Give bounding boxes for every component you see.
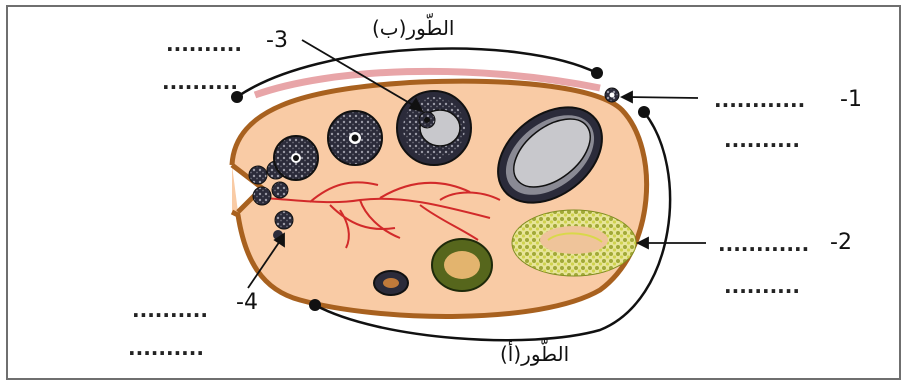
blank-right-1a: ............ [714,90,805,110]
corpus-albicans [374,271,408,295]
regressing-corpus-luteum [432,239,492,291]
primary-follicle [274,136,318,180]
number-1-label: -1 [840,89,862,111]
blank-top-left-2: .......... [162,72,238,92]
blank-right-2b: .......... [724,276,800,296]
blank-bottom-left-2: .......... [128,338,204,358]
stage-a-arc-start-dot [638,106,650,118]
number-3-label: -3 [266,30,288,52]
stage-b-label: الطّور(ب) [372,18,454,38]
blank-bottom-left-1: .......... [132,300,208,320]
stage-b-arc-end-dot [591,67,603,79]
secondary-follicle [328,111,382,165]
number-4-label: -4 [236,292,258,314]
corpus-luteum [512,210,636,276]
blank-right-1b: .......... [724,130,800,150]
blank-right-2a: ............ [718,234,809,254]
blank-top-left-1: .......... [166,34,242,54]
stage-a-arc-end-dot [309,299,321,311]
number-2-label: -2 [830,232,852,254]
ovulated-oocyte [605,88,619,102]
stage-a-label: الطّور(أ) [500,344,569,364]
